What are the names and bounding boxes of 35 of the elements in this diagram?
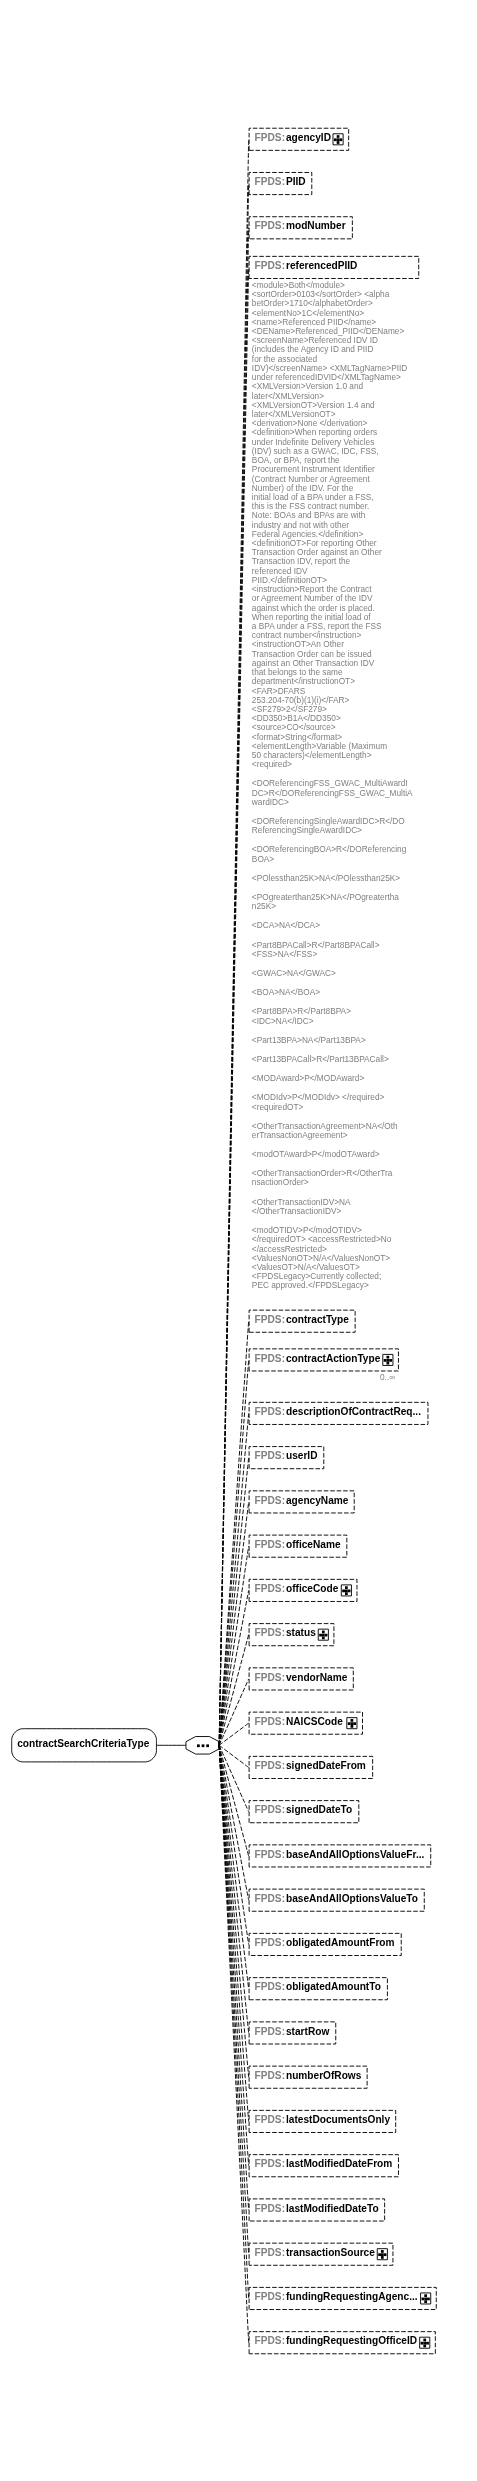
connector: [218, 1744, 250, 1945]
connector: [218, 1744, 250, 1812]
node-label: <Part13BPA>NA</Part13BPA>: [251, 1034, 366, 1045]
node-label: <Part8BPACall>R</Part8BPACall> <FSS>NA</FSS>: [251, 939, 380, 959]
node-label: <OtherTransactionAgreement>NA</OtherTransactionAgreement>: [251, 1120, 398, 1140]
connector: [218, 1744, 250, 1856]
connector: [218, 1677, 250, 1746]
node-label: <OtherTransactionOrder>R</OtherTransactionOrder>: [251, 1167, 393, 1187]
node-box: contractSearchCriteriaType: [11, 1727, 157, 1762]
connector: [218, 1545, 250, 1746]
connector: [218, 1633, 250, 1746]
node-label: 0..∞: [380, 1371, 396, 1382]
node-label: <DCA>NA</DCA>: [251, 919, 320, 930]
node-label: <BOA>NA</BOA>: [251, 986, 321, 997]
connector: [218, 1722, 250, 1746]
node-label: <POlessthan25K>NA</POlessthan25K>: [251, 872, 401, 883]
node-label: <MODAward>P</MODAward>: [251, 1072, 365, 1083]
node-label: <DOReferencingSingleAwardIDC>R</DOReferencingSingleAwardIDC>: [251, 815, 405, 835]
node-label: <MODIdv>P</MODIdv> </required> <requiredOT>: [251, 1091, 385, 1112]
node-label: <Part8BPA>R</Part8BPA> <IDC>NA</IDC>: [251, 1005, 351, 1026]
node-label: <modOTIDV>P</modOTIDV> </requiredOT> <accessRestricted>No</accessRestricted> <ValuesNonOT>N/A</ValuesNonOT> <ValuesOT>N/A</ValuesOT> <FPDSLegacy>Currently collected; PEC approved.</FPDSLegacy>: [251, 1224, 392, 1290]
connector: [218, 1744, 250, 1768]
node-label: <modOTAward>P</modOTAward>: [251, 1148, 380, 1159]
connector: [156, 1744, 187, 1746]
node-octagon: [185, 1735, 220, 1754]
connector: [218, 1744, 250, 1989]
node-label: <module>Both</module> <sortOrder>0103</sortOrder> <alphabetOrder>1710</alphabetOrder> <elementNo>1C</elementNo> <name>Referenced PIID</name> <DEName>Referenced_PIID</DEName> <screenName>Referenced IDV ID (includes the Agency ID and PIID for the associated IDV)</screenName> <XMLTagName>PIID under referencedIDVID</XMLTagName> <XMLVersion>Version 1.0 and later</XMLVersion> <XMLVersionOT>Version 1.4 and later</XMLVersionOT> <derivation>None </derivation> <definition>When reporting orders under Indefinite Delivery Vehicles (IDV) such as a GWAC, IDC, FSS, BOA, or BPA, report the Procurement Instrument Identifier (Contract Number or Agreement Number) of the IDV. For the initial load of a BPA under a FSS, this is the FSS contract number. Note: BOAs and BPAs are with industry and not with other Federal Agencies.</definition> <definitionOT>For reporting Other Transaction Order against an Other Transaction IDV, report the referenced IDV PIID.</definitionOT> <instruction>Report the Contract or Agreement Number of the IDV against which the order is placed. When reporting the initial load of a BPA under a FSS, report the FSS contract number</instruction> <instructionOT>An Other Transaction Order can be issued against an Other Transaction IDV that belongs to the same department</instructionOT> <FAR>DFARS 253.204-70(b)(1)(i)</FAR> <SF279>2</SF279> <DD350>B1A</DD350> <source>CO</source> <format>String</format> <elementLength>Variable (Maximum 50 characters)</elementLength> <required>: [251, 279, 408, 769]
connector: [218, 1589, 250, 1746]
node-label: <DOReferencingBOA>R</DOReferencingBOA>: [251, 843, 407, 864]
node-label: <DOReferencingFSS_GWAC_MultiAwardIDC>R</DOReferencingFSS_GWAC_MultiAwardIDC>: [251, 777, 413, 807]
node-label: <GWAC>NA</GWAC>: [251, 967, 336, 978]
node-label: <OtherTransactionIDV>NA </OtherTransactionIDV>: [251, 1196, 351, 1216]
connector: [218, 1744, 250, 1901]
node-label: <Part13BPACall>R</Part13BPACall>: [251, 1053, 389, 1064]
node-label: <POgreaterthan25K>NA</POgreaterthan25K>: [251, 891, 399, 911]
